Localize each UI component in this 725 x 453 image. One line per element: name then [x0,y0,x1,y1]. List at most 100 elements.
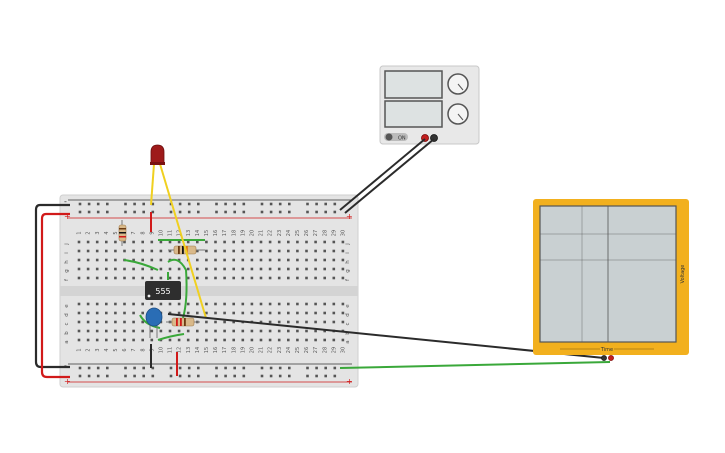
terminal-hole[interactable] [214,267,217,271]
rail-hole[interactable] [306,202,309,206]
rail-hole[interactable] [106,202,109,206]
terminal-hole[interactable] [132,311,135,315]
terminal-hole[interactable] [241,338,245,342]
terminal-hole[interactable] [277,276,281,280]
rail-hole[interactable] [133,366,136,370]
terminal-hole[interactable] [105,302,108,306]
terminal-hole[interactable] [114,311,117,315]
terminal-hole[interactable] [123,249,126,253]
rail-hole[interactable] [87,366,91,370]
terminal-hole[interactable] [241,240,245,244]
terminal-hole[interactable] [141,302,144,306]
terminal-hole[interactable] [296,276,299,280]
terminal-hole[interactable] [141,240,144,244]
terminal-hole[interactable] [250,302,254,306]
terminal-hole[interactable] [214,240,217,244]
terminal-hole[interactable] [168,329,172,333]
terminal-hole[interactable] [186,311,190,315]
capacitor[interactable] [145,307,163,338]
rail-hole[interactable] [215,202,218,206]
terminal-hole[interactable] [314,276,317,280]
rail-hole[interactable] [124,366,127,370]
rail-hole[interactable] [324,202,327,206]
terminal-hole[interactable] [323,320,326,324]
wire-green-middle[interactable] [167,258,188,319]
terminal-hole[interactable] [123,276,126,280]
terminal-hole[interactable] [177,302,181,306]
terminal-hole[interactable] [268,302,272,306]
terminal-hole[interactable] [77,249,81,253]
terminal-hole[interactable] [86,267,90,271]
terminal-hole[interactable] [259,276,263,280]
terminal-hole[interactable] [205,240,208,244]
wire-black-left-loop[interactable] [34,203,70,369]
rail-hole[interactable] [333,374,337,378]
terminal-hole[interactable] [186,329,190,333]
terminal-hole[interactable] [95,311,99,315]
terminal-hole[interactable] [105,267,108,271]
terminal-hole[interactable] [77,258,81,262]
terminal-hole[interactable] [205,338,208,342]
terminal-hole[interactable] [214,311,217,315]
terminal-hole[interactable] [232,302,235,306]
rail-hole[interactable] [96,210,100,214]
terminal-hole[interactable] [314,240,317,244]
terminal-hole[interactable] [168,338,172,342]
terminal-hole[interactable] [332,302,336,306]
terminal-hole[interactable] [305,329,308,333]
rail-hole[interactable] [269,366,273,370]
rail-hole[interactable] [151,210,155,214]
terminal-hole[interactable] [305,338,308,342]
terminal-hole[interactable] [268,311,272,315]
terminal-hole[interactable] [241,329,245,333]
terminal-hole[interactable] [95,258,99,262]
terminal-hole[interactable] [150,240,154,244]
rail-hole[interactable] [169,374,173,378]
terminal-hole[interactable] [259,311,263,315]
terminal-hole[interactable] [305,302,308,306]
rail-hole[interactable] [260,374,264,378]
terminal-hole[interactable] [86,311,90,315]
rail-hole[interactable] [133,374,136,378]
rail-hole[interactable] [106,366,109,370]
terminal-hole[interactable] [268,240,272,244]
terminal-hole[interactable] [241,258,245,262]
led[interactable] [150,144,207,319]
terminal-hole[interactable] [159,267,163,271]
terminal-hole[interactable] [186,338,190,342]
terminal-hole[interactable] [132,240,135,244]
terminal-hole[interactable] [332,320,336,324]
terminal-hole[interactable] [287,276,290,280]
terminal-hole[interactable] [268,267,272,271]
rail-hole[interactable] [197,210,200,214]
terminal-hole[interactable] [277,258,281,262]
terminal-hole[interactable] [141,267,144,271]
terminal-hole[interactable] [196,311,199,315]
scope-probe-terminal[interactable] [601,355,607,361]
rail-hole[interactable] [124,210,127,214]
breadboard[interactable]: 1234567891011121314151617181920212223242… [59,194,359,388]
rail-hole[interactable] [260,202,264,206]
terminal-hole[interactable] [341,302,345,306]
terminal-hole[interactable] [296,240,299,244]
rail-hole[interactable] [197,202,200,206]
terminal-hole[interactable] [232,276,235,280]
terminal-hole[interactable] [314,267,317,271]
terminal-hole[interactable] [86,338,90,342]
rail-hole[interactable] [87,374,91,378]
terminal-hole[interactable] [77,311,81,315]
terminal-hole[interactable] [177,338,181,342]
terminal-hole[interactable] [305,249,308,253]
terminal-hole[interactable] [250,240,254,244]
terminal-hole[interactable] [77,240,81,244]
rail-hole[interactable] [288,374,291,378]
terminal-hole[interactable] [196,276,199,280]
terminal-hole[interactable] [305,320,308,324]
terminal-hole[interactable] [259,302,263,306]
terminal-hole[interactable] [250,249,254,253]
terminal-hole[interactable] [341,240,345,244]
terminal-hole[interactable] [77,267,81,271]
rail-hole[interactable] [78,374,82,378]
terminal-hole[interactable] [132,258,135,262]
